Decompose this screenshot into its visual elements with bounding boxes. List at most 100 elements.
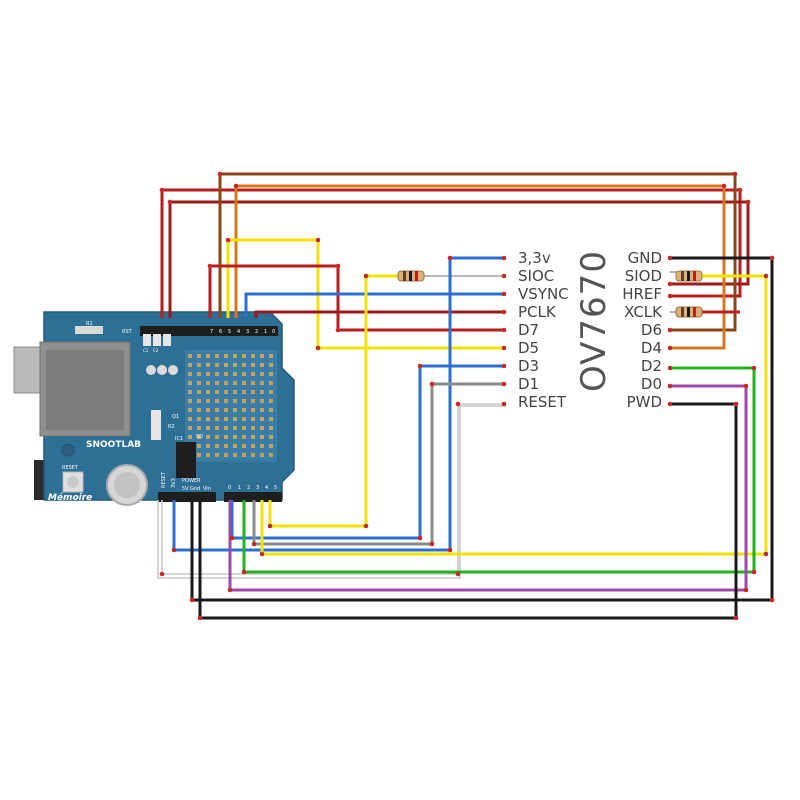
pin-label-href: HREF xyxy=(622,285,662,303)
pin-label-pwd: PWD xyxy=(627,393,662,411)
digital-pin-label: 4 xyxy=(237,329,240,335)
analog-pin-label: 5 xyxy=(274,485,277,491)
proto-hole xyxy=(215,453,219,457)
proto-hole xyxy=(206,390,210,394)
proto-hole xyxy=(242,399,246,403)
wire-endpoint xyxy=(667,365,673,371)
proto-hole xyxy=(260,372,264,376)
power-jack xyxy=(34,460,46,500)
wire-endpoint xyxy=(447,255,453,261)
proto-hole xyxy=(269,381,273,385)
wire-endpoint xyxy=(207,263,213,269)
proto-hole xyxy=(215,417,219,421)
power-pin-label: Vin xyxy=(203,486,211,492)
wire-endpoint xyxy=(667,383,673,389)
proto-hole xyxy=(215,408,219,412)
wire-endpoint xyxy=(217,171,223,177)
proto-hole xyxy=(242,453,246,457)
proto-hole xyxy=(233,354,237,358)
proto-hole xyxy=(233,399,237,403)
proto-hole xyxy=(260,435,264,439)
proto-hole xyxy=(206,417,210,421)
prototyping-holes xyxy=(188,354,273,457)
mounting-hole xyxy=(61,443,75,457)
power-pin-labels: RESET 3V3 5V Gnd Vin xyxy=(161,471,211,492)
pin-label-d6: D6 xyxy=(641,321,662,339)
pin-label-d7: D7 xyxy=(518,321,539,339)
proto-hole xyxy=(260,426,264,430)
proto-hole xyxy=(197,354,201,358)
proto-hole xyxy=(269,363,273,367)
wire-endpoint xyxy=(189,597,195,603)
wire-endpoint xyxy=(251,541,257,547)
wire-endpoint xyxy=(501,273,507,279)
wire-endpoint xyxy=(721,183,727,189)
wire-endpoint xyxy=(737,187,743,193)
proto-hole xyxy=(224,363,228,367)
proto-hole xyxy=(233,417,237,421)
usb-connector xyxy=(13,346,41,394)
proto-hole xyxy=(251,354,255,358)
pin-label-sioc: SIOC xyxy=(518,267,554,285)
proto-hole xyxy=(251,453,255,457)
proto-hole xyxy=(260,444,264,448)
wire-endpoint xyxy=(745,199,751,205)
wire-endpoint xyxy=(501,255,507,261)
wire-endpoint xyxy=(335,263,341,269)
proto-hole xyxy=(269,390,273,394)
proto-hole xyxy=(206,399,210,403)
digital-pin-label: 3 xyxy=(246,329,249,335)
proto-hole xyxy=(251,372,255,376)
proto-hole xyxy=(251,390,255,394)
wire-endpoint xyxy=(241,569,247,575)
wire-endpoint xyxy=(417,535,423,541)
digital-pin-labels: RST 7 6 5 4 3 2 1 0 xyxy=(122,329,275,335)
capacitor-c3 xyxy=(163,334,171,346)
proto-hole xyxy=(269,372,273,376)
wire-green-d2[interactable] xyxy=(242,366,756,574)
proto-hole xyxy=(188,408,192,412)
analog-pin-label: 1 xyxy=(238,485,241,491)
proto-hole xyxy=(206,435,210,439)
crystal xyxy=(151,410,161,440)
wire-endpoint xyxy=(167,199,173,205)
proto-hole xyxy=(233,444,237,448)
proto-hole xyxy=(224,381,228,385)
pin-label-siod: SIOD xyxy=(625,267,662,285)
wire-blue-vsync[interactable] xyxy=(244,292,504,318)
proto-hole xyxy=(224,426,228,430)
proto-hole xyxy=(206,354,210,358)
proto-hole xyxy=(242,363,246,367)
proto-hole xyxy=(242,417,246,421)
power-pin-label: 5V xyxy=(182,486,189,492)
wire-endpoint xyxy=(667,345,673,351)
resistor-sioc xyxy=(397,270,425,282)
part-label: IC1 xyxy=(175,436,183,442)
capacitor-c2 xyxy=(153,334,161,346)
wire-endpoint xyxy=(335,327,341,333)
resistor-xclk xyxy=(675,306,703,318)
proto-hole xyxy=(233,435,237,439)
wire-endpoint xyxy=(667,401,673,407)
wire-endpoint xyxy=(429,381,435,387)
proto-hole xyxy=(188,435,192,439)
digital-pin-label: 2 xyxy=(255,329,258,335)
wire-endpoint xyxy=(501,327,507,333)
proto-hole xyxy=(215,381,219,385)
wire-endpoint xyxy=(743,587,749,593)
wire-endpoint xyxy=(501,401,507,407)
proto-hole xyxy=(233,363,237,367)
led-2 xyxy=(157,365,167,375)
pin-label-d5: D5 xyxy=(518,339,539,357)
board-logo: Mémoire xyxy=(48,492,92,503)
board-brand: SNOOTLAB xyxy=(86,440,141,450)
proto-hole xyxy=(188,390,192,394)
wire-purple-d0[interactable] xyxy=(228,384,748,592)
proto-hole xyxy=(197,408,201,412)
wire-endpoint xyxy=(769,255,775,261)
wire-endpoint xyxy=(733,615,739,621)
proto-hole xyxy=(269,453,273,457)
wire-endpoint xyxy=(501,345,507,351)
wire-darkred-pclk[interactable] xyxy=(254,310,504,318)
wire-endpoint xyxy=(267,523,273,529)
